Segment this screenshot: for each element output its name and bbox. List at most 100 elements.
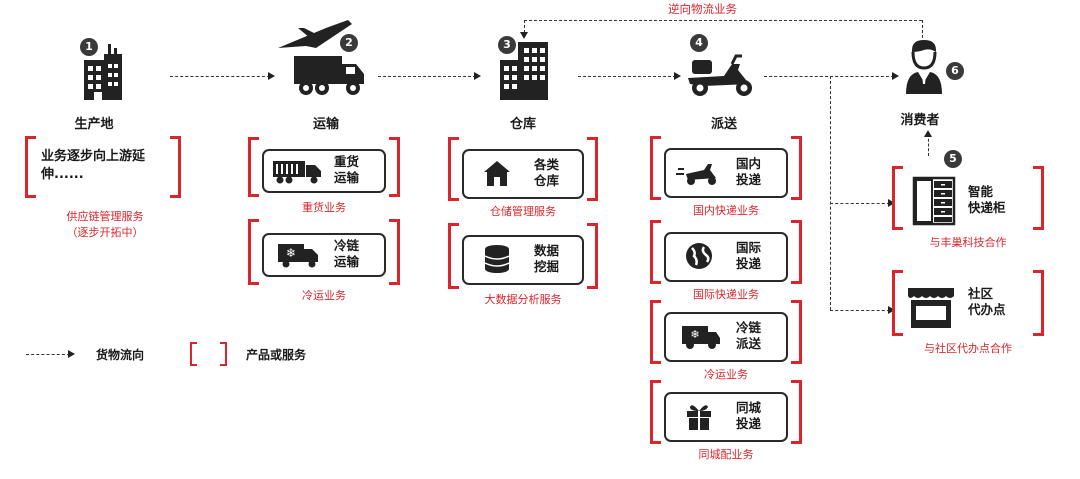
bracket-left	[248, 137, 259, 197]
step-number-2: 2	[340, 34, 358, 52]
legend-product-label: 产品或服务	[246, 348, 307, 362]
legend-bracket-right	[220, 342, 227, 366]
stage-label-warehouse: 仓库	[509, 117, 536, 132]
warehousing-line2: 仓库	[534, 173, 560, 188]
intl-caption: 国际快递业务	[693, 288, 759, 301]
community-line1: 社区	[968, 286, 994, 301]
person-icon	[904, 38, 944, 96]
service-cold-delivery: ❄ 冷链派送 冷运业务	[650, 300, 802, 382]
flow-arrow-2	[474, 72, 481, 80]
bracket-right	[170, 136, 181, 198]
locker-icon	[912, 176, 956, 226]
data-mining-line1: 数据	[534, 243, 560, 258]
refrigerated-van-icon: ❄	[682, 326, 720, 349]
stage-label-consumer: 消费者	[900, 113, 940, 128]
bracket-left	[248, 219, 259, 285]
locker-to-consumer-arrow	[924, 130, 932, 137]
step-number-4: 4	[690, 34, 708, 52]
branch-arrow-locker	[888, 199, 895, 207]
bracket-right	[791, 220, 802, 284]
bracket-left	[448, 137, 459, 201]
database-icon	[484, 245, 510, 273]
svg-text:❄: ❄	[690, 328, 699, 341]
service-community-point: 社区代办点 与社区代办点合作	[892, 270, 1044, 366]
locker-content: 智能快递柜	[906, 174, 1030, 228]
data-mining-line2: 挖掘	[534, 259, 560, 274]
bracket-right	[587, 137, 598, 201]
bracket-left	[650, 136, 661, 200]
same-city-line2: 投递	[736, 416, 762, 431]
reverse-arrow	[520, 32, 528, 39]
stage-label-production: 生产地	[74, 117, 114, 132]
domestic-line2: 投递	[736, 172, 762, 187]
production-box-text: 业务逐步向上游延伸......	[41, 149, 146, 182]
cold-delivery-line2: 派送	[736, 336, 762, 351]
intl-line1: 国际	[736, 240, 762, 255]
bracket-right	[791, 380, 802, 444]
locker-caption: 与丰巢科技合作	[929, 236, 1007, 249]
service-card: 数据挖掘	[462, 235, 584, 285]
stage-label-delivery: 派送	[710, 117, 737, 132]
supply-chain-subcaption: （逐步开拓中）	[66, 226, 144, 239]
locker-to-consumer-line	[928, 134, 929, 156]
bracket-left	[650, 380, 661, 444]
branch-line-vertical	[830, 76, 831, 310]
bracket-right	[1033, 270, 1044, 336]
reverse-line-left	[524, 20, 525, 33]
community-caption: 与社区代办点合作	[924, 342, 1012, 355]
same-city-line1: 同城	[736, 400, 762, 415]
service-card: 国际投递	[664, 232, 788, 282]
bracket-right	[587, 223, 598, 289]
bracket-left	[892, 270, 903, 336]
flow-line-3	[578, 76, 676, 77]
svg-text:❄: ❄	[286, 246, 296, 260]
reverse-logistics-label: 逆向物流业务	[668, 2, 737, 16]
factory-icon	[74, 40, 130, 102]
service-card: 同城投递	[664, 392, 788, 442]
heavy-freight-caption: 重货业务	[302, 201, 346, 214]
branch-arrow-community	[888, 306, 895, 314]
service-card: 国内投递	[664, 148, 788, 198]
service-smart-locker: 智能快递柜 与丰巢科技合作	[892, 166, 1044, 258]
flow-arrow-1	[268, 72, 275, 80]
flow-arrow-4	[892, 72, 899, 80]
data-mining-caption: 大数据分析服务	[484, 293, 562, 306]
flow-line-4	[764, 76, 894, 77]
legend-bracket-left	[190, 342, 197, 366]
same-city-caption: 同城配业务	[698, 448, 754, 461]
service-card: ❄ 冷链运输	[262, 233, 386, 277]
heavy-freight-line1: 重货	[334, 154, 360, 169]
step-number-6: 6	[946, 62, 964, 80]
step-number-3: 3	[498, 36, 516, 54]
legend-flow-label: 货物流向	[96, 348, 145, 362]
courier-scooter-icon	[676, 164, 716, 185]
scooter-icon	[684, 50, 760, 98]
service-warehousing: 各类仓库 仓储管理服务	[448, 137, 598, 219]
cold-delivery-caption: 冷运业务	[704, 368, 748, 381]
cold-delivery-line1: 冷链	[736, 320, 762, 335]
bracket-right	[791, 136, 802, 200]
domestic-line1: 国内	[736, 156, 762, 171]
bracket-right	[389, 137, 400, 197]
domestic-caption: 国内快递业务	[693, 204, 759, 217]
service-heavy-freight: 重货运输 重货业务	[248, 137, 400, 215]
plane-truck-icon	[276, 18, 366, 100]
heavy-freight-line2: 运输	[334, 170, 360, 185]
flow-line-2	[378, 76, 476, 77]
service-domestic-express: 国内投递 国内快递业务	[650, 136, 802, 218]
service-card: 各类仓库	[462, 149, 584, 199]
branch-line-locker	[830, 203, 890, 204]
production-box: 业务逐步向上游延伸......	[25, 136, 181, 198]
storefront-icon	[908, 288, 954, 328]
service-cold-transport: ❄ 冷链运输 冷运业务	[248, 219, 400, 303]
locker-line2: 快递柜	[968, 200, 1006, 215]
bracket-left	[650, 220, 661, 284]
branch-line-community	[830, 310, 890, 311]
service-card: ❄ 冷链派送	[664, 312, 788, 362]
intl-line2: 投递	[736, 256, 762, 271]
flow-line-1	[170, 76, 270, 77]
cold-transport-line2: 运输	[334, 254, 360, 269]
warehousing-caption: 仓储管理服务	[490, 205, 556, 218]
service-intl-express: 国际投递 国际快递业务	[650, 220, 802, 302]
service-same-city: 同城投递 同城配业务	[650, 380, 802, 462]
